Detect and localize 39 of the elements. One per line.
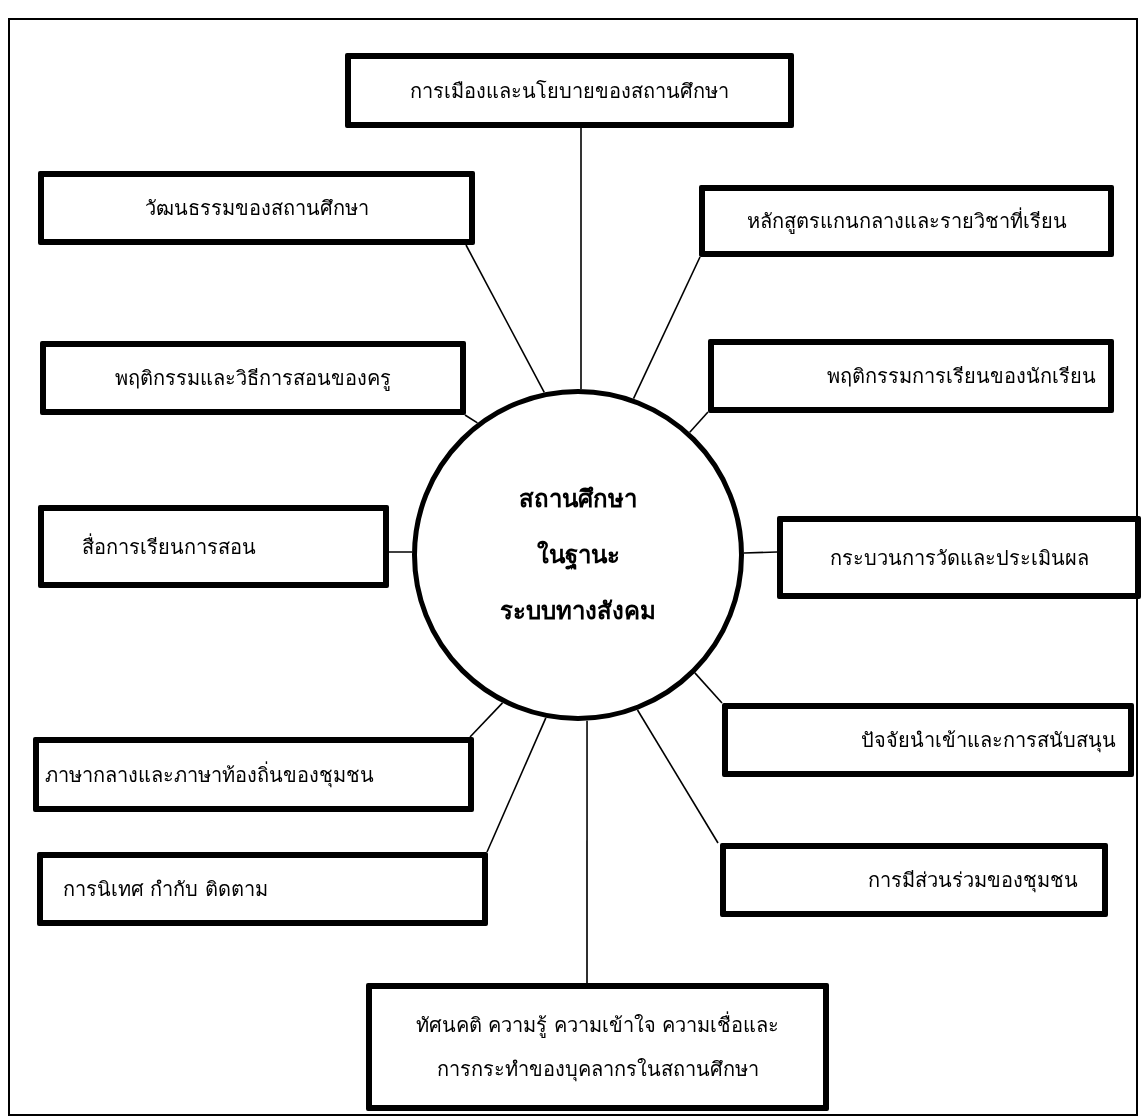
connector-line <box>486 717 547 853</box>
connector-line <box>632 256 701 400</box>
box-label: วัฒนธรรมของสถานศึกษา <box>143 195 370 222</box>
connector-line <box>465 244 546 394</box>
box-label: ปัจจัยนำเข้าและการสนับสนุน <box>860 727 1116 755</box>
connector-line <box>688 411 709 434</box>
hub-label: ในฐานะ <box>536 539 620 572</box>
factor-box <box>708 339 1114 413</box>
factor-box <box>366 983 829 1111</box>
box-label: กระบวนการวัดและประเมินผล <box>828 544 1090 572</box>
box-label: ภาษากลางและภาษาท้องถิ่นของชุมชน <box>45 760 375 790</box>
factor-box <box>38 505 389 588</box>
connector-line <box>586 719 588 984</box>
connector-line <box>469 702 504 738</box>
hub-label: สถานศึกษา <box>519 484 637 515</box>
factor-box <box>777 516 1141 599</box>
factor-box <box>720 843 1108 917</box>
box-label: สื่อการเรียนการสอน <box>82 532 257 561</box>
factor-box <box>33 737 474 812</box>
box-label: การนิเทศ กำกับ ติดตาม <box>63 876 269 903</box>
box-label: การเมืองและนโยบายของสถานศึกษา <box>409 77 730 105</box>
connector-line <box>580 127 582 390</box>
box-label: หลักสูตรแกนกลางและรายวิชาที่เรียน <box>745 206 1068 236</box>
box-label: พฤติกรรมและวิธีการสอนของครู <box>114 365 392 393</box>
hub-label: ระบบทางสังคม <box>500 596 656 627</box>
factor-box <box>40 341 466 415</box>
factor-box <box>722 703 1134 777</box>
connector-line <box>636 709 719 844</box>
box-label: การมีส่วนร่วมของชุมชน <box>867 867 1078 895</box>
connector-line <box>743 551 778 554</box>
factor-box <box>37 852 488 926</box>
box-label: ทัศนคติ ความรู้ ความเข้าใจ ความเชื่อและการกระทำของบุคลากรในสถานศึกษา <box>414 1010 781 1084</box>
box-label: พฤติกรรมการเรียนของนักเรียน <box>826 363 1096 390</box>
connector-line <box>464 414 479 424</box>
connector-line <box>388 551 413 553</box>
connector-line <box>694 672 723 704</box>
factor-box <box>345 53 794 128</box>
factor-box <box>699 185 1114 257</box>
factor-box <box>38 171 475 245</box>
